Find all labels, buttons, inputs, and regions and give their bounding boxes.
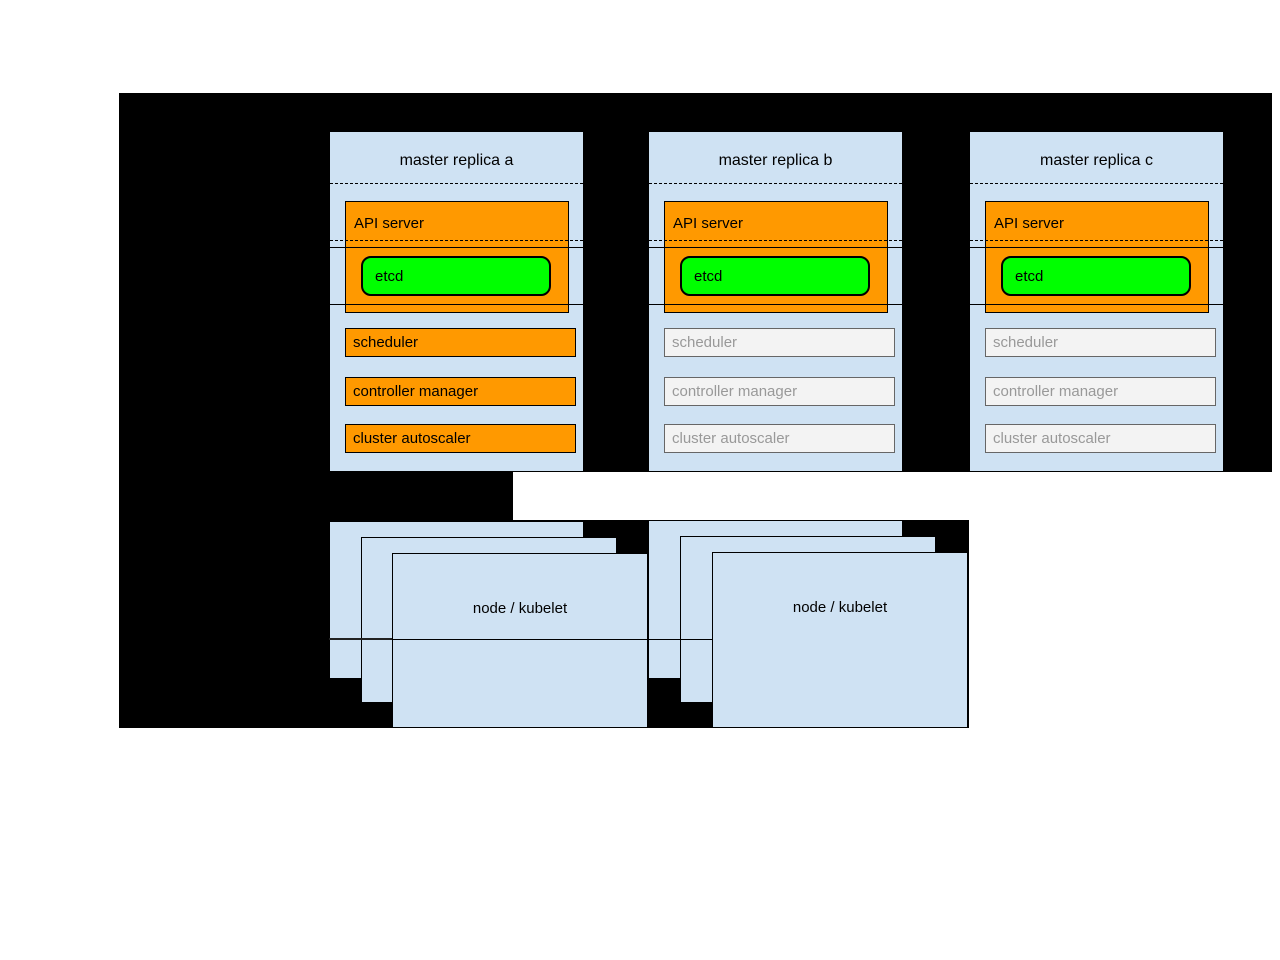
solid-divider <box>970 304 1223 305</box>
master-replica-b-box: master replica b API server etcd schedul… <box>648 131 903 472</box>
cluster-autoscaler-box: cluster autoscaler <box>345 424 576 453</box>
dashed-divider <box>649 183 902 184</box>
scheduler-box: scheduler <box>985 328 1216 357</box>
scheduler-label: scheduler <box>353 334 419 351</box>
api-server-label: API server <box>354 215 425 232</box>
master-replica-c-box: master replica c API server etcd schedul… <box>969 131 1224 472</box>
cluster-autoscaler-box: cluster autoscaler <box>985 424 1216 453</box>
etcd-label: etcd <box>1015 267 1044 285</box>
cluster-autoscaler-label: cluster autoscaler <box>672 430 790 447</box>
solid-divider <box>330 304 583 305</box>
node-stack-2-front-box: node / kubelet <box>712 552 968 728</box>
scheduler-box: scheduler <box>664 328 895 357</box>
solid-divider <box>649 247 902 248</box>
controller-manager-box: controller manager <box>345 377 576 406</box>
node-stack-1-front-box: node / kubelet <box>392 553 648 728</box>
api-server-label: API server <box>673 215 744 232</box>
controller-manager-box: controller manager <box>985 377 1216 406</box>
black-backdrop-left-connector <box>119 472 513 520</box>
node-kubelet-label: node / kubelet <box>472 599 568 617</box>
etcd-label: etcd <box>375 267 404 285</box>
etcd-label: etcd <box>694 267 723 285</box>
etcd-box: etcd <box>1001 256 1191 296</box>
cluster-autoscaler-box: cluster autoscaler <box>664 424 895 453</box>
dashed-divider <box>970 183 1223 184</box>
node-kubelet-label: node / kubelet <box>792 598 888 616</box>
cluster-autoscaler-label: cluster autoscaler <box>993 430 1111 447</box>
solid-divider <box>649 304 902 305</box>
node-separator-line <box>329 638 392 640</box>
cluster-autoscaler-label: cluster autoscaler <box>353 430 471 447</box>
master-replica-b-title: master replica b <box>718 152 833 169</box>
controller-manager-label: controller manager <box>353 383 479 400</box>
scheduler-label: scheduler <box>672 334 738 351</box>
controller-manager-label: controller manager <box>672 383 798 400</box>
scheduler-box: scheduler <box>345 328 576 357</box>
solid-divider <box>970 247 1223 248</box>
dashed-divider <box>649 240 902 241</box>
dashed-divider <box>970 240 1223 241</box>
scheduler-label: scheduler <box>993 334 1059 351</box>
solid-divider <box>330 247 583 248</box>
dashed-divider <box>330 240 583 241</box>
controller-manager-box: controller manager <box>664 377 895 406</box>
master-replica-a-box: master replica a API server etcd schedul… <box>329 131 584 472</box>
node-separator-line <box>392 639 712 640</box>
master-replica-a-title: master replica a <box>399 152 514 169</box>
controller-manager-label: controller manager <box>993 383 1119 400</box>
api-server-label: API server <box>994 215 1065 232</box>
etcd-box: etcd <box>361 256 551 296</box>
dashed-divider <box>330 183 583 184</box>
master-replica-c-title: master replica c <box>1040 152 1153 169</box>
etcd-box: etcd <box>680 256 870 296</box>
